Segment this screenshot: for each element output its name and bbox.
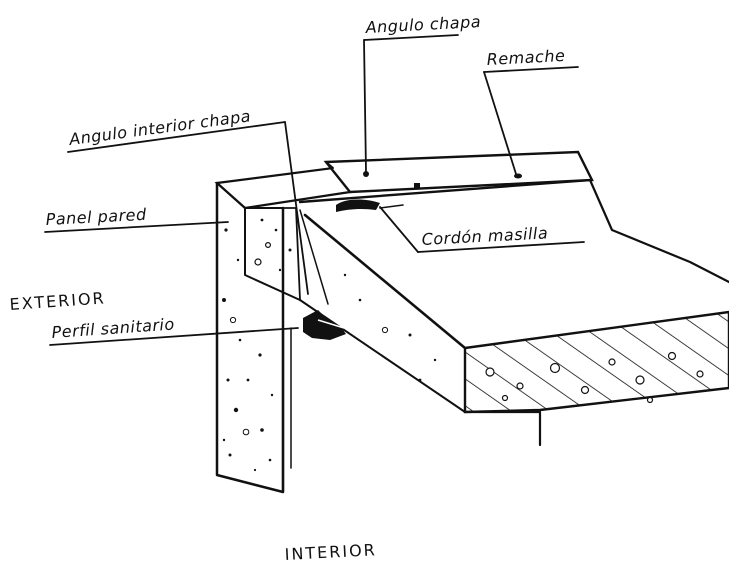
label-angulo-interior-chapa: Angulo interior chapa <box>67 106 252 149</box>
label-remache: Remache <box>486 46 566 69</box>
leader-lines <box>44 34 585 346</box>
roof-slab <box>298 178 729 447</box>
label-angulo-chapa: Angulo chapa <box>364 12 481 37</box>
label-exterior: EXTERIOR <box>9 288 106 314</box>
rivet-head <box>414 183 420 188</box>
sheet-metal-angle <box>323 150 594 194</box>
sanitary-profile <box>303 310 346 340</box>
label-interior: INTERIOR <box>284 540 377 564</box>
slab-aggregate-texture <box>485 351 704 404</box>
wall-panel-front-face <box>217 183 283 492</box>
sealant-bead <box>336 199 404 212</box>
roof-slab-top-surface <box>300 180 729 350</box>
wall-aggregate-texture <box>222 218 292 472</box>
roof-slab-section-face <box>463 310 729 414</box>
slab-edge-texture <box>343 273 437 382</box>
label-panel-pared: Panel pared <box>45 205 147 229</box>
